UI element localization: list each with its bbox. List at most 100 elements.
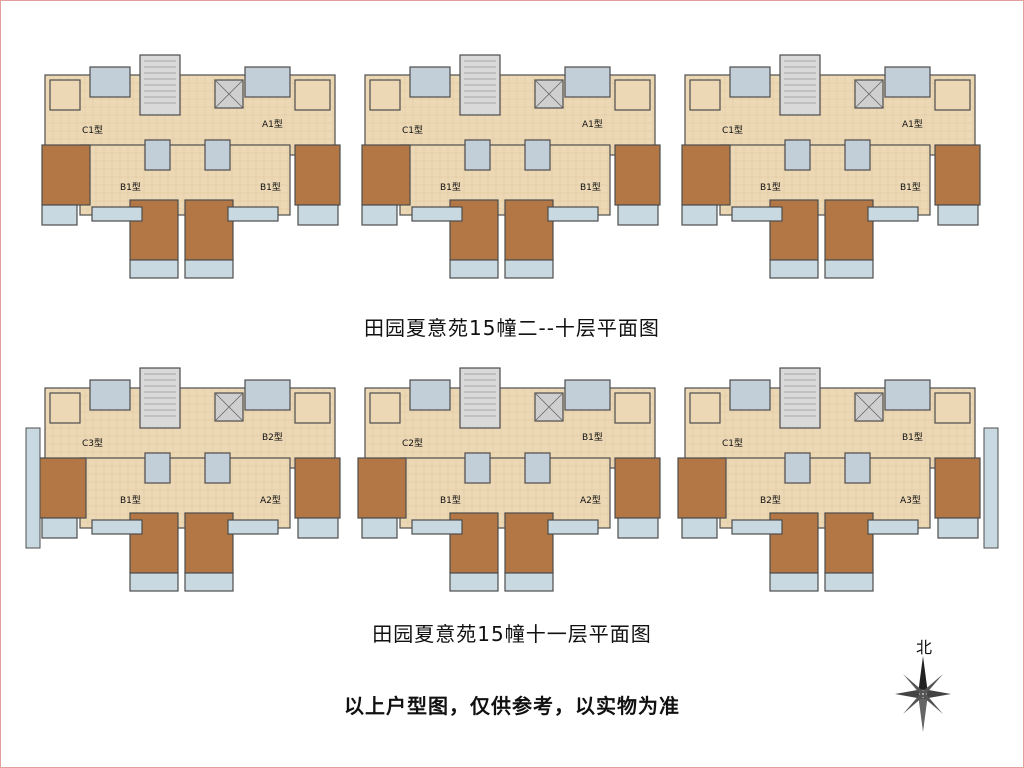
- balcony-south: [824, 259, 874, 279]
- bathroom-center: [784, 139, 811, 171]
- bedroom-east: [294, 144, 341, 206]
- balcony-east: [617, 204, 659, 226]
- unit-type-label: B1型: [440, 182, 461, 193]
- unit-type-label: B1型: [760, 182, 781, 193]
- balcony-ledge: [91, 206, 143, 222]
- floor-tile-pattern: [720, 145, 930, 215]
- kitchen-north: [244, 379, 291, 411]
- bathroom-center: [844, 452, 871, 484]
- bathroom-center: [784, 452, 811, 484]
- bathroom-center: [204, 452, 231, 484]
- balcony-ledge: [91, 519, 143, 535]
- unit-type-label: B1型: [580, 182, 601, 193]
- unit-type-label: A2型: [260, 495, 281, 506]
- study-room: [689, 79, 721, 111]
- elevator-cross: [214, 392, 244, 422]
- study-room: [369, 79, 401, 111]
- unit-type-label: C1型: [722, 125, 743, 136]
- elevator-cross: [534, 79, 564, 109]
- balcony-ledge: [411, 206, 463, 222]
- balcony-ledge: [731, 206, 783, 222]
- caption-upper: 田园夏意苑15幢二--十层平面图: [364, 316, 660, 340]
- unit-type-label: B2型: [760, 495, 781, 506]
- kitchen-north: [89, 66, 131, 98]
- bedroom-east: [934, 144, 981, 206]
- balcony-south: [769, 259, 819, 279]
- bathroom-center: [144, 139, 171, 171]
- balcony-east: [297, 204, 339, 226]
- elevator-cross: [854, 392, 884, 422]
- bedroom-west: [361, 144, 411, 206]
- unit-type-label: B1型: [120, 182, 141, 193]
- balcony-ledge: [547, 519, 599, 535]
- balcony-ledge: [867, 206, 919, 222]
- side-terrace-west: [25, 427, 41, 549]
- bathroom-center: [464, 452, 491, 484]
- balcony-west: [681, 204, 718, 226]
- study-room: [369, 392, 401, 424]
- balcony-west: [681, 517, 718, 539]
- study-room: [934, 79, 971, 111]
- balcony-east: [937, 517, 979, 539]
- balcony-south: [129, 259, 179, 279]
- balcony-ledge: [411, 519, 463, 535]
- bedroom-south: [184, 199, 234, 261]
- bedroom-south: [824, 512, 874, 574]
- unit-type-label: C1型: [722, 438, 743, 449]
- study-room: [49, 79, 81, 111]
- bedroom-east: [294, 457, 341, 519]
- unit-type-label: A1型: [262, 119, 283, 130]
- bathroom-center: [524, 452, 551, 484]
- disclaimer-text: 以上户型图，仅供参考，以实物为准: [344, 694, 680, 718]
- unit-type-label: B1型: [120, 495, 141, 506]
- bathroom-center: [524, 139, 551, 171]
- balcony-south: [504, 572, 554, 592]
- bedroom-south: [504, 512, 554, 574]
- elevator-cross: [534, 392, 564, 422]
- bedroom-south: [824, 199, 874, 261]
- bedroom-east: [934, 457, 981, 519]
- bedroom-south: [129, 512, 179, 574]
- bedroom-west: [677, 457, 727, 519]
- kitchen-north: [884, 379, 931, 411]
- study-room: [614, 79, 651, 111]
- unit-type-label: B1型: [440, 495, 461, 506]
- kitchen-north: [884, 66, 931, 98]
- kitchen-north: [244, 66, 291, 98]
- bathroom-center: [844, 139, 871, 171]
- balcony-south: [769, 572, 819, 592]
- bedroom-west: [41, 144, 91, 206]
- balcony-west: [41, 204, 78, 226]
- unit-type-label: B1型: [902, 432, 923, 443]
- unit-type-label: C2型: [402, 438, 423, 449]
- balcony-ledge: [547, 206, 599, 222]
- balcony-ledge: [867, 519, 919, 535]
- bedroom-west: [357, 457, 407, 519]
- balcony-east: [617, 517, 659, 539]
- balcony-west: [41, 517, 78, 539]
- unit-type-label: C1型: [82, 125, 103, 136]
- balcony-south: [184, 259, 234, 279]
- kitchen-north: [729, 66, 771, 98]
- balcony-east: [937, 204, 979, 226]
- bathroom-center: [464, 139, 491, 171]
- balcony-east: [297, 517, 339, 539]
- balcony-west: [361, 517, 398, 539]
- bedroom-west: [37, 457, 87, 519]
- unit-type-label: B1型: [900, 182, 921, 193]
- balcony-south: [824, 572, 874, 592]
- balcony-west: [361, 204, 398, 226]
- north-compass-icon: [895, 656, 951, 732]
- kitchen-north: [89, 379, 131, 411]
- unit-type-label: C3型: [82, 438, 103, 449]
- bathroom-center: [144, 452, 171, 484]
- kitchen-north: [564, 66, 611, 98]
- balcony-south: [129, 572, 179, 592]
- bathroom-center: [204, 139, 231, 171]
- elevator-cross: [214, 79, 244, 109]
- unit-type-label: A1型: [902, 119, 923, 130]
- study-room: [294, 79, 331, 111]
